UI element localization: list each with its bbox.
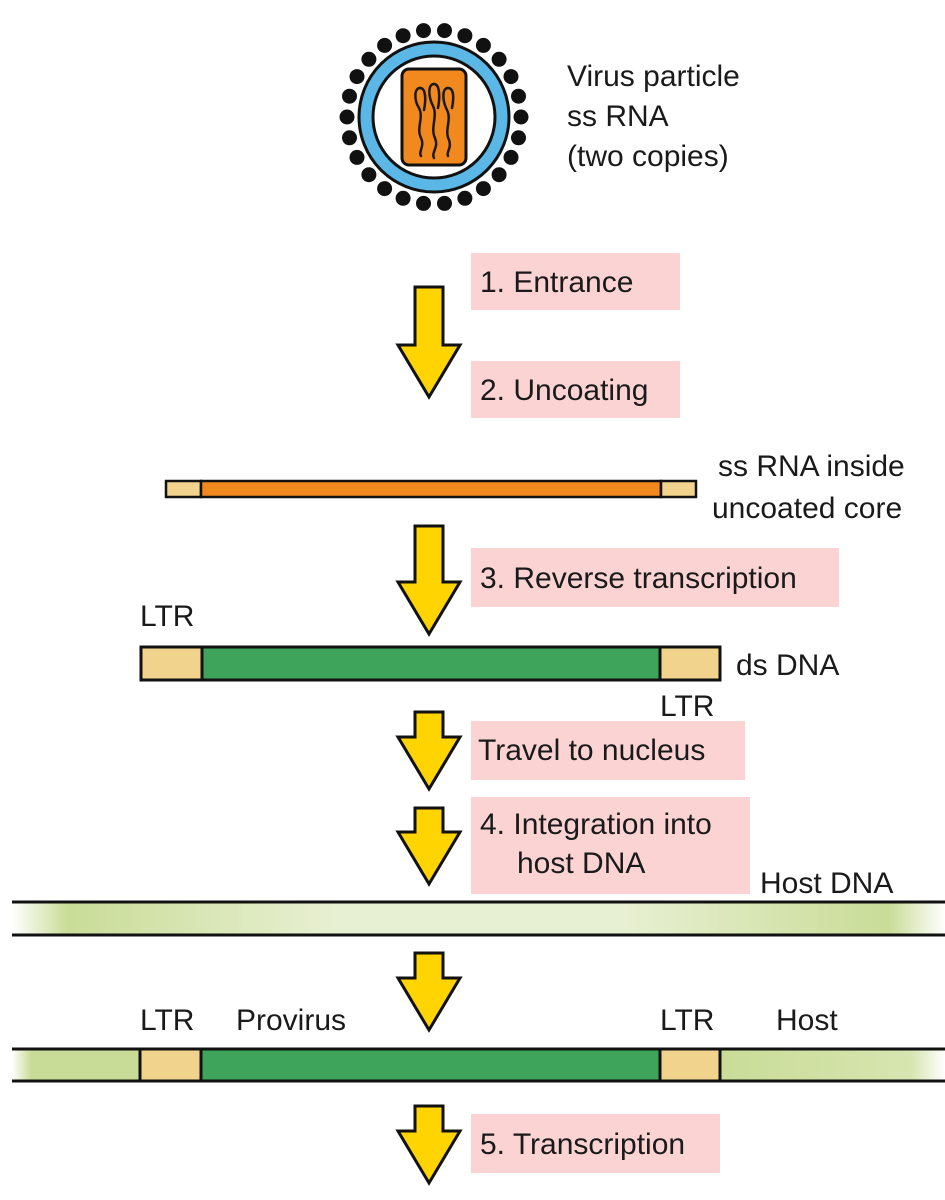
step-travel: Travel to nucleus [478, 734, 705, 767]
virus-label-line-3: (two copies) [567, 140, 729, 173]
envelope-spike [503, 69, 519, 85]
step-transcription: 5. Transcription [480, 1128, 685, 1161]
host-dna-label: Host DNA [760, 867, 893, 900]
ds-dna-label: ds DNA [736, 649, 839, 682]
arrow-reverse-transcription [395, 524, 463, 637]
envelope-spike [513, 109, 529, 125]
envelope-spike [491, 167, 507, 183]
envelope-spike [475, 181, 491, 197]
ds-ltr-right [658, 645, 722, 682]
step-integration-line-1: 4. Integration into [480, 808, 712, 841]
envelope-spike [342, 130, 357, 146]
provirus-ltr-left [140, 1049, 201, 1081]
step-travel-box [471, 721, 745, 780]
envelope-spike [457, 28, 473, 44]
ds-ltr-left [139, 645, 204, 682]
envelope-spike [437, 195, 452, 211]
envelope-spike [503, 149, 519, 165]
envelope-spike [361, 167, 377, 183]
provirus-body [201, 1049, 660, 1081]
envelope-spike [339, 109, 355, 125]
envelope-spike [377, 37, 393, 53]
host-segment-right [720, 1049, 945, 1081]
host-dna [12, 900, 945, 937]
envelope-spike [511, 130, 526, 146]
step-reverse-transcription: 3. Reverse transcription [480, 562, 797, 595]
step-integration-line-2: host DNA [517, 847, 645, 880]
step-uncoating: 2. Uncoating [480, 374, 648, 407]
rna-end-right [659, 479, 698, 499]
envelope-spikes [339, 23, 529, 211]
arrow-entrance [395, 285, 463, 400]
ds-dna-strand [139, 645, 722, 682]
envelope-spike [349, 69, 365, 85]
integrated-provirus [12, 1047, 945, 1083]
rna-body [199, 479, 663, 499]
provirus-ltr-right [660, 1049, 720, 1081]
ss-rna-strand [164, 479, 698, 499]
ltr-label-provirus-right: LTR [660, 1004, 714, 1037]
arrow-transcription [395, 1104, 463, 1186]
ss-rna-label-line-1: ss RNA inside [718, 450, 905, 483]
envelope-spike [395, 28, 411, 44]
arrow-integration [395, 806, 463, 887]
envelope-spike [342, 88, 357, 104]
rna-copies [414, 82, 455, 160]
provirus-label: Provirus [236, 1004, 346, 1037]
host-label: Host [776, 1004, 838, 1037]
ds-dna-body [200, 645, 662, 682]
step-entrance: 1. Entrance [480, 266, 633, 299]
envelope-spike [491, 51, 507, 67]
virus-label-line-1: Virus particle [567, 60, 740, 93]
ltr-label-ds-left: LTR [140, 600, 194, 633]
host-dna-fill [12, 902, 945, 935]
arrow-travel-to-nucleus [395, 710, 463, 792]
virus-particle [339, 23, 529, 211]
envelope-spike [511, 88, 526, 104]
envelope-spike [457, 190, 473, 206]
envelope-spike [416, 195, 431, 211]
ltr-label-provirus-left: LTR [140, 1004, 194, 1037]
rna-end-left [164, 479, 203, 499]
envelope-spike [475, 37, 491, 53]
host-segment-left [12, 1049, 140, 1081]
envelope-spike [377, 181, 393, 197]
virus-label-line-2: ss RNA [567, 100, 669, 133]
ss-rna-label-line-2: uncoated core [712, 492, 902, 525]
step-uncoating-box [471, 361, 680, 418]
step-transcription-box [471, 1114, 720, 1173]
arrow-provirus [395, 951, 463, 1033]
envelope-spike [395, 190, 411, 206]
step-entrance-box [471, 253, 680, 310]
envelope-spike [361, 51, 377, 67]
envelope-spike [349, 149, 365, 165]
envelope-spike [437, 23, 452, 39]
step-integration-box [471, 797, 750, 894]
ltr-label-ds-right: LTR [660, 690, 714, 723]
step-reverse-transcription-box [471, 548, 839, 607]
envelope-spike [416, 23, 431, 39]
